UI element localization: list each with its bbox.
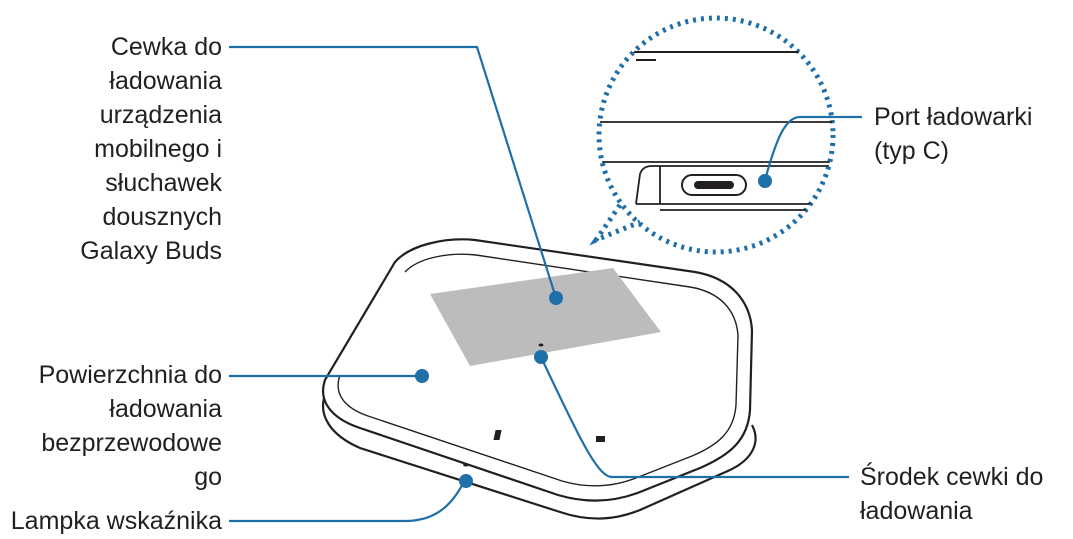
leader-coil (229, 45, 558, 299)
coil-center-mark (538, 343, 544, 347)
label-coil-line: mobilnego i (94, 135, 222, 163)
label-surface-line: go (194, 463, 222, 491)
label-coil-line: dousznych (102, 203, 222, 231)
label-indicator-line: Lampka wskaźnika (10, 507, 222, 535)
charging-pad-base (322, 394, 757, 520)
leader-indicator (229, 477, 467, 523)
label-coil: Cewka do ładowania urządzenia mobilnego … (80, 30, 222, 268)
label-coil-center-line: Środek cewki do (860, 463, 1044, 491)
label-coil-line: słuchawek (105, 169, 222, 197)
label-coil-line: ładowania (109, 67, 222, 95)
zoom-bubble (596, 15, 836, 255)
indicator-light (463, 463, 469, 467)
label-surface: Powierzchnia do ładowania bezprzewodowe … (39, 358, 222, 494)
label-surface-line: ładowania (109, 395, 222, 423)
dot-indicator (459, 474, 473, 488)
label-surface-line: Powierzchnia do (38, 361, 222, 389)
dot-coil-center (534, 350, 548, 364)
leader-lines (229, 45, 862, 523)
dot-surface (415, 369, 429, 383)
label-coil-line: urządzenia (99, 101, 222, 129)
dot-port (758, 174, 772, 188)
label-port: Port ładowarki (typ C) (874, 100, 1032, 168)
label-surface-line: bezprzewodowe (41, 429, 222, 457)
label-port-line: (typ C) (874, 137, 949, 165)
charging-coil-area (430, 268, 661, 366)
dot-coil (549, 291, 563, 305)
label-port-line: Port ładowarki (874, 103, 1033, 131)
label-coil-center-line: ładowania (860, 497, 973, 525)
label-indicator: Lampka wskaźnika (11, 504, 222, 538)
label-coil-line: Cewka do (110, 33, 222, 61)
zoom-bubble-pointer (589, 203, 641, 246)
label-coil-center: Środek cewki do ładowania (860, 460, 1043, 528)
leader-port (763, 115, 862, 181)
leader-coil-center (540, 356, 849, 479)
leader-dots (415, 174, 772, 488)
logo-mark (493, 430, 605, 442)
charging-pad-rim (337, 253, 739, 487)
zoomed-port-view (600, 51, 833, 211)
label-coil-line: Galaxy Buds (80, 237, 222, 265)
charging-pad-top (322, 238, 754, 502)
